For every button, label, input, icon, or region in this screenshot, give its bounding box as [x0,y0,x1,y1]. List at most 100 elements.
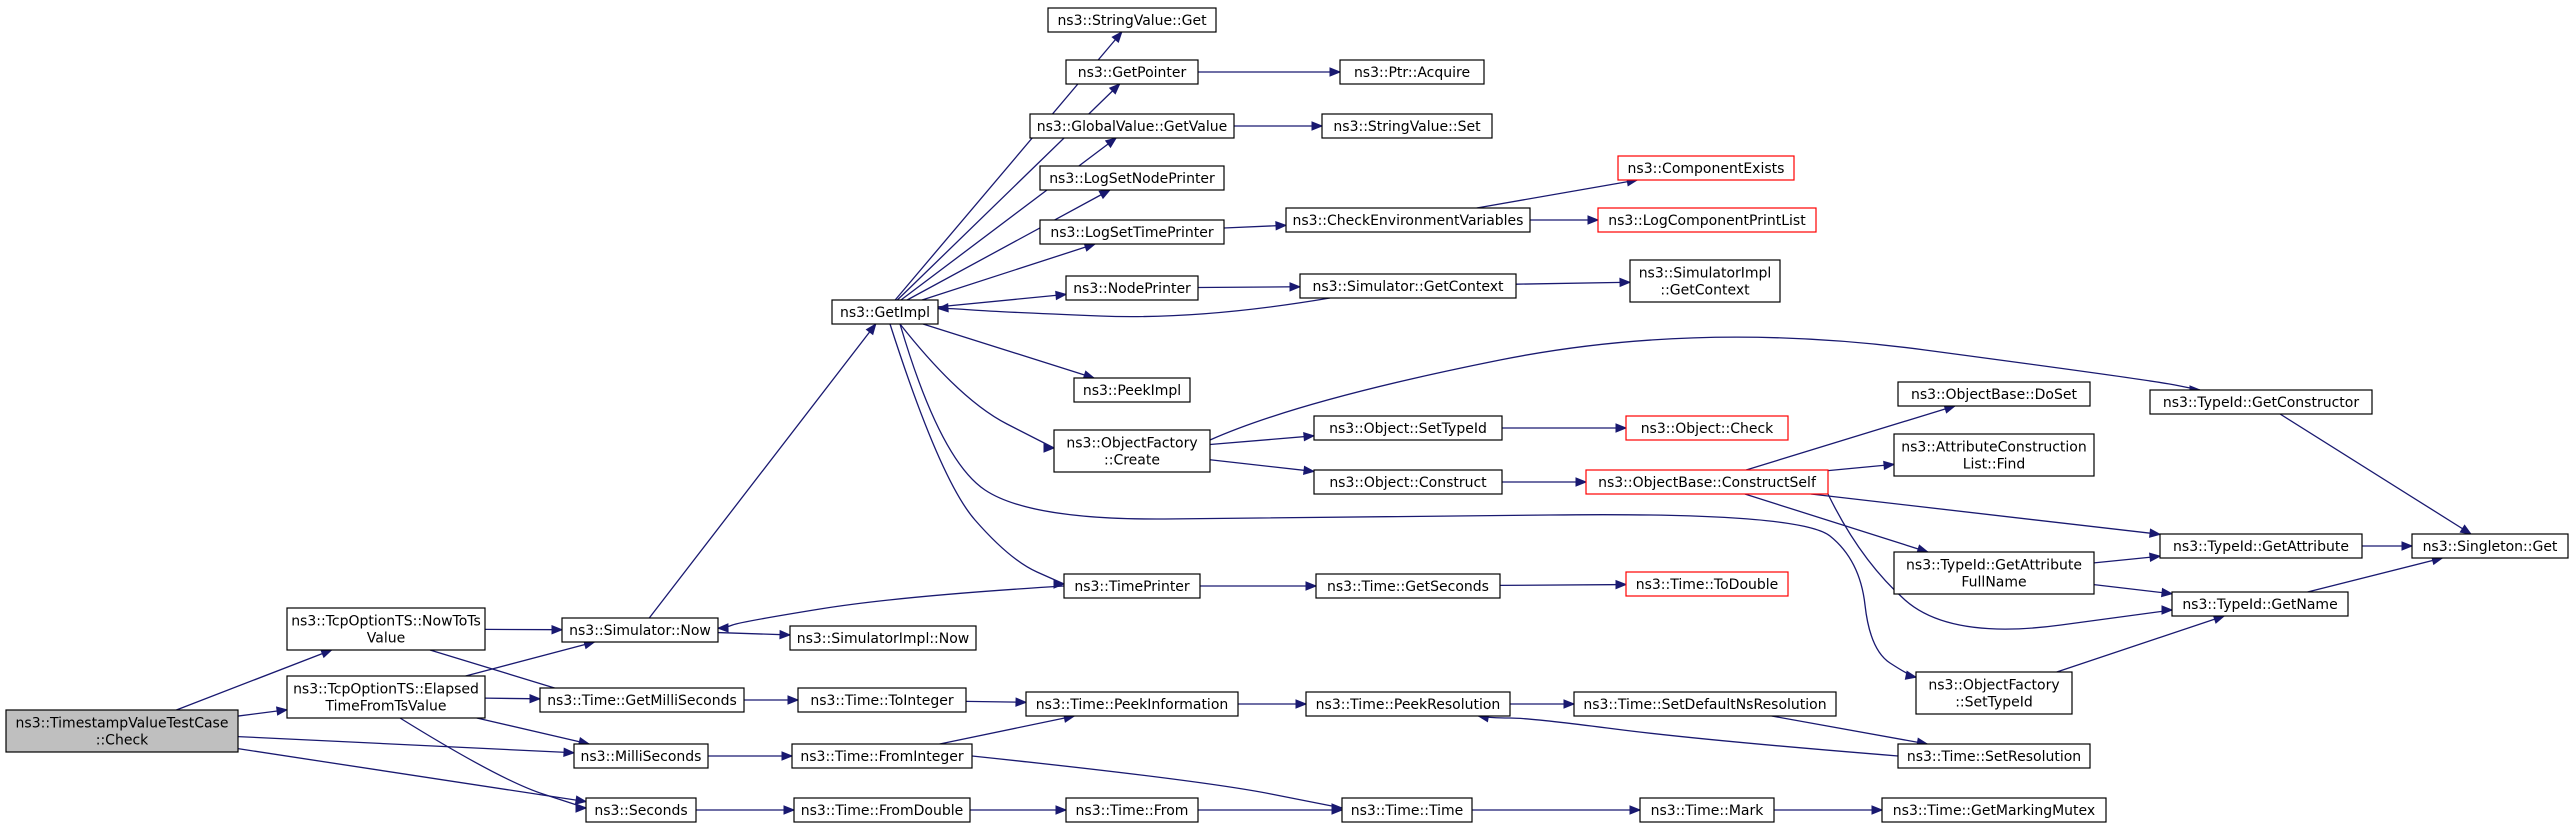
node-strset[interactable]: ns3::StringValue::Set [1321,113,1493,139]
node-todouble[interactable]: ns3::Time::ToDouble [1625,571,1789,597]
node-logtime[interactable]: ns3::LogSetTimePrinter [1039,219,1225,245]
node-box [1639,797,1775,823]
arrowhead [1098,189,1112,200]
edge-root-to-millis [237,735,576,758]
edge-elapsed-to-getms [484,693,542,704]
node-setdefres[interactable]: ns3::Time::SetDefaultNsResolution [1573,691,1837,717]
node-peekinfo[interactable]: ns3::Time::PeekInformation [1025,691,1239,717]
node-simnow[interactable]: ns3::Simulator::Now [561,617,719,643]
node-label: ns3::TimePrinter [1074,579,1190,595]
node-getname[interactable]: ns3::TypeId::GetName [2171,591,2349,617]
node-simimplctx[interactable]: ns3::SimulatorImpl::GetContext [1629,259,1781,303]
arrowhead [1295,699,1308,709]
edge-root-to-elapsed [237,706,289,717]
node-label: ns3::Singleton::Get [2423,539,2558,555]
edge-ofcreate-to-objconstruct [1209,459,1316,475]
node-box [1321,113,1493,139]
node-box [1065,275,1199,301]
node-gvgetvalue[interactable]: ns3::GlobalValue::GetValue [1029,113,1235,139]
node-label: List::Find [1963,457,2026,473]
node-getms[interactable]: ns3::Time::GetMilliSeconds [539,687,745,713]
edge-simgetctx-to-getimpl [936,297,1331,318]
node-getctor[interactable]: ns3::TypeId::GetConstructor [2149,389,2373,415]
node-timetime[interactable]: ns3::Time::Time [1341,797,1473,823]
arrowhead [1331,805,1344,815]
node-singleton[interactable]: ns3::Singleton::Get [2411,533,2569,559]
edge-ofsettype-to-getname [2056,614,2226,673]
node-constructself[interactable]: ns3::ObjectBase::ConstructSelf [1585,469,1829,495]
node-box [1897,743,2091,769]
node-checkenv[interactable]: ns3::CheckEnvironmentVariables [1285,207,1531,233]
node-label: ns3::GetPointer [1078,65,1187,81]
node-peekres[interactable]: ns3::Time::PeekResolution [1305,691,1511,717]
edge-getimpl-to-ofcreate [899,323,1056,453]
node-setres[interactable]: ns3::Time::SetResolution [1897,743,2091,769]
call-nodes: ns3::TimestampValueTestCase::Checkns3::T… [5,7,2569,823]
node-fromint[interactable]: ns3::Time::FromInteger [791,743,973,769]
node-getattr[interactable]: ns3::TypeId::GetAttribute [2159,533,2363,559]
node-timemark[interactable]: ns3::Time::Mark [1639,797,1775,823]
node-nodeprinter[interactable]: ns3::NodePrinter [1065,275,1199,301]
node-getpointer[interactable]: ns3::GetPointer [1065,59,1199,85]
node-ptracquire[interactable]: ns3::Ptr::Acquire [1339,59,1485,85]
edge-objconstruct-to-constructself [1502,477,1588,487]
node-getimpl[interactable]: ns3::GetImpl [831,299,939,325]
arrowhead [2401,541,2414,551]
node-simgetctx[interactable]: ns3::Simulator::GetContext [1299,273,1517,299]
node-label: ns3::StringValue::Set [1333,119,1481,135]
edge-objsettype-to-objcheck [1502,423,1628,433]
node-timeprinter[interactable]: ns3::TimePrinter [1063,573,1201,599]
node-root[interactable]: ns3::TimestampValueTestCase::Check [5,709,239,753]
node-lognode[interactable]: ns3::LogSetNodePrinter [1039,165,1225,191]
node-label: ns3::Time::FromDouble [801,803,964,819]
edge-setdefres-to-setres [1771,715,1929,747]
node-millis[interactable]: ns3::MilliSeconds [573,743,709,769]
node-doset[interactable]: ns3::ObjectBase::DoSet [1897,381,2091,407]
node-compexists[interactable]: ns3::ComponentExists [1617,155,1795,181]
node-strget[interactable]: ns3::StringValue::Get [1047,7,1217,33]
node-box [1053,429,1211,473]
node-label: ns3::Time::GetMilliSeconds [547,693,737,709]
node-getseconds[interactable]: ns3::Time::GetSeconds [1315,573,1501,599]
node-simimplnow[interactable]: ns3::SimulatorImpl::Now [789,625,977,651]
node-objconstruct[interactable]: ns3::Object::Construct [1313,469,1503,495]
node-box [1585,469,1829,495]
node-box [1893,433,2095,477]
node-seconds[interactable]: ns3::Seconds [585,797,697,823]
node-fromdouble[interactable]: ns3::Time::FromDouble [793,797,971,823]
edge-constructself-to-getattrfull [1744,493,1930,554]
node-box [1573,691,1837,717]
arrowhead [2149,552,2162,562]
edge-timetime-to-timemark [1472,805,1642,815]
node-objcheck[interactable]: ns3::Object::Check [1625,415,1789,441]
node-box [1315,573,1501,599]
edge-elapsed-to-seconds [399,717,588,813]
node-ofcreate[interactable]: ns3::ObjectFactory::Create [1053,429,1211,473]
edge-getimpl-to-timeprinter [889,323,1066,589]
arrowhead [529,693,542,704]
node-label: ns3::Object::Check [1641,421,1774,437]
node-label: ns3::Time::SetDefaultNsResolution [1583,697,1826,713]
node-box [286,675,486,719]
edge-setres-to-peekres [1476,713,1899,757]
node-logcomplist[interactable]: ns3::LogComponentPrintList [1597,207,1817,233]
node-getmarking[interactable]: ns3::Time::GetMarkingMutex [1881,797,2107,823]
arrowhead [1305,581,1318,591]
node-objsettype[interactable]: ns3::Object::SetTypeId [1313,415,1503,441]
arrowhead [716,623,729,633]
node-box [1625,415,1789,441]
node-box [1629,259,1781,303]
node-tointeger[interactable]: ns3::Time::ToInteger [797,687,967,713]
node-ofsettype[interactable]: ns3::ObjectFactory::SetTypeId [1915,671,2073,715]
node-peekimpl[interactable]: ns3::PeekImpl [1073,377,1191,403]
arrowhead [1289,282,1302,292]
node-timefrom[interactable]: ns3::Time::From [1065,797,1199,823]
edge-fromdouble-to-timefrom [970,805,1068,815]
arrowhead [1108,83,1121,95]
arrowhead [320,649,333,659]
node-label: ::SetTypeId [1955,695,2033,711]
